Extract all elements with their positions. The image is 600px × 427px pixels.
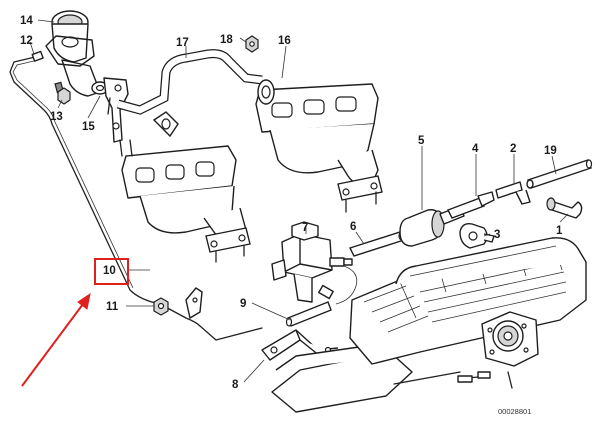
callout-labels: 14 12 13 15 17 18 16 5 4 2 19 7 6 3 1 11… xyxy=(20,15,563,391)
part-12-pipe xyxy=(9,50,263,341)
callout-17: 17 xyxy=(176,37,189,49)
callout-5: 5 xyxy=(418,135,425,147)
callout-15: 15 xyxy=(82,121,95,133)
highlight-annotation xyxy=(21,258,129,387)
callout-7: 7 xyxy=(302,222,308,234)
callout-9: 9 xyxy=(240,298,246,310)
part-18-nut xyxy=(245,35,259,53)
callout-10: 10 xyxy=(103,265,116,277)
part-19-hose xyxy=(526,159,593,189)
callout-11: 11 xyxy=(106,301,119,313)
callout-13: 13 xyxy=(50,111,63,123)
drawing-number: 00028801 xyxy=(498,407,531,416)
part-2-connector xyxy=(495,181,531,205)
highlight-box xyxy=(94,258,129,285)
part-13-nut xyxy=(57,87,71,105)
part-15-bracket xyxy=(103,77,129,143)
part-9-hose xyxy=(285,265,358,327)
callout-19: 19 xyxy=(544,145,557,157)
exhaust-manifold-left xyxy=(119,139,251,263)
exhaust-manifold-right xyxy=(255,79,383,213)
part-1-sleeve xyxy=(546,197,583,219)
leader-lines xyxy=(29,19,569,383)
part-4-hose xyxy=(447,191,495,219)
callout-6: 6 xyxy=(350,221,356,233)
callout-18: 18 xyxy=(220,34,233,46)
callout-2: 2 xyxy=(510,143,516,155)
part-17-tube xyxy=(116,49,263,138)
callout-16: 16 xyxy=(278,35,291,47)
callout-8: 8 xyxy=(232,379,239,391)
part-3-clip xyxy=(459,222,495,249)
callout-12: 12 xyxy=(20,35,33,47)
callout-3: 3 xyxy=(494,229,500,241)
part-10-clamp xyxy=(185,287,203,319)
highlight-arrow xyxy=(21,299,87,387)
callout-14: 14 xyxy=(20,15,33,27)
callout-4: 4 xyxy=(472,143,479,155)
part-11-nut xyxy=(153,297,169,316)
highlight-arrow-head xyxy=(77,292,91,310)
part-14-flange-pipe xyxy=(45,10,109,97)
intake-manifold xyxy=(271,237,587,413)
part-7-valve xyxy=(271,221,353,303)
callout-1: 1 xyxy=(556,225,563,237)
